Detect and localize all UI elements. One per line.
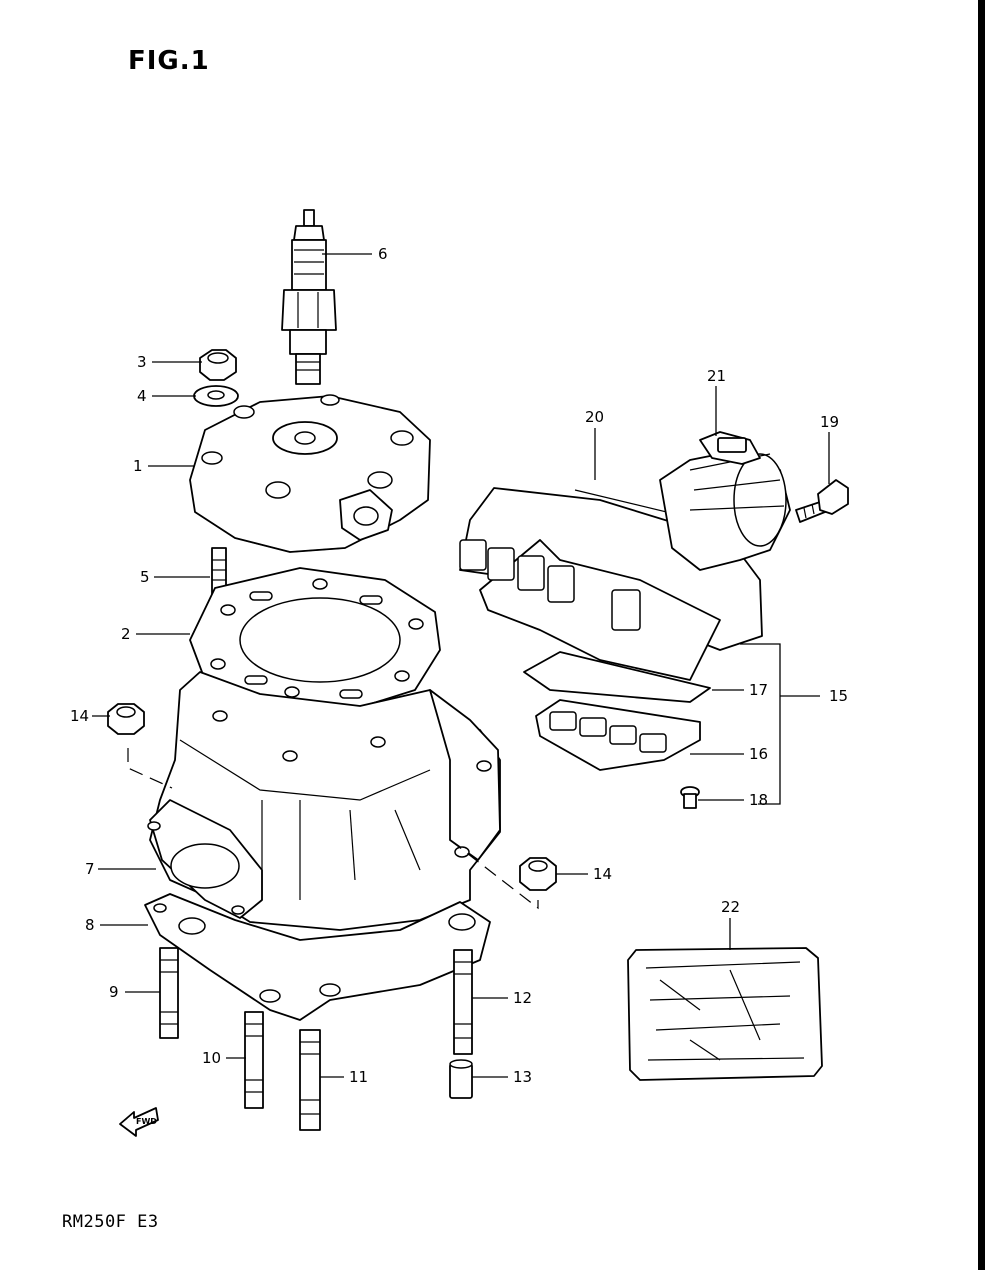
callout-18: 18 (749, 791, 768, 809)
spark-plug (281, 209, 337, 385)
cylinder-stud-12 (453, 949, 473, 1055)
fwd-label: FWD (136, 1117, 157, 1126)
cylinder-stud-9 (159, 947, 179, 1039)
dowel-pin (449, 1059, 473, 1099)
callout-21: 21 (707, 367, 726, 385)
cylinder-block (147, 671, 501, 931)
cylinder-stud-10 (244, 1011, 264, 1109)
intake-bolt (795, 479, 849, 523)
callout-13: 13 (513, 1068, 532, 1086)
callout-9: 9 (109, 983, 119, 1001)
callout-14-left: 14 (70, 707, 89, 725)
head-nut (199, 349, 237, 381)
reed-valve-assembly (459, 487, 763, 771)
callout-11: 11 (349, 1068, 368, 1086)
intake-pipe (659, 431, 791, 571)
callout-10: 10 (202, 1049, 221, 1067)
callout-14-right: 14 (593, 865, 612, 883)
callout-20: 20 (585, 408, 604, 426)
callout-1: 1 (133, 457, 143, 475)
head-washer (193, 385, 239, 407)
callout-22: 22 (721, 898, 740, 916)
head-gasket (189, 567, 441, 713)
reed-screw (680, 786, 700, 809)
callout-17: 17 (749, 681, 768, 699)
callout-6: 6 (378, 245, 388, 263)
callout-12: 12 (513, 989, 532, 1007)
forward-arrow-icon: FWD (119, 1107, 159, 1137)
callout-labels: 6 3 4 1 5 2 14 7 8 9 10 11 12 13 14 15 1… (70, 245, 848, 1086)
cylinder-base-gasket (144, 893, 491, 1021)
model-code: RM250F E3 (62, 1212, 159, 1232)
callout-7: 7 (85, 860, 95, 878)
page-edge-bar (978, 0, 985, 1270)
gasket-set-bag (627, 947, 823, 1081)
callout-5: 5 (140, 568, 150, 586)
callout-8: 8 (85, 916, 95, 934)
cylinder-nut-right (519, 857, 557, 891)
cylinder-nut-left (107, 703, 145, 735)
callout-2: 2 (121, 625, 131, 643)
callout-19: 19 (820, 413, 839, 431)
callout-3: 3 (137, 353, 147, 371)
callout-4: 4 (137, 387, 147, 405)
cylinder-stud-11 (299, 1029, 321, 1131)
cylinder-head (189, 394, 431, 553)
leader-lines (92, 253, 830, 1078)
callout-16: 16 (749, 745, 768, 763)
figure-title: FIG.1 (128, 46, 210, 76)
callout-15: 15 (829, 687, 848, 705)
